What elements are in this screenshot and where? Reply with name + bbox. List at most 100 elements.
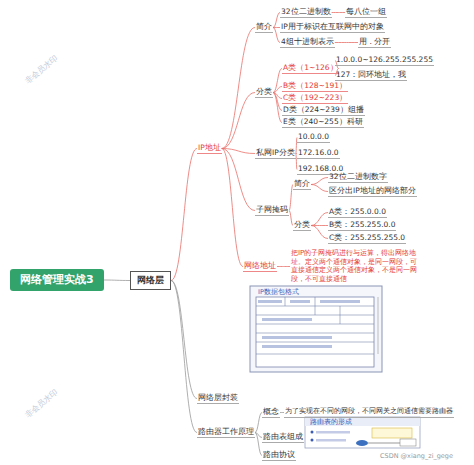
topic-text: IP用于标识在互联网中的对象 xyxy=(281,22,384,31)
sub-topic: 分类 xyxy=(255,87,273,98)
sub-topic: 子网掩码 xyxy=(255,205,289,216)
topic-text: 4组十进制表示 xyxy=(281,37,334,46)
branch-line xyxy=(332,12,345,13)
branch-line xyxy=(273,93,282,123)
main-topic: 网络层 xyxy=(130,271,171,290)
branch-line xyxy=(273,69,282,93)
branch-line xyxy=(311,213,328,226)
topic-text: D类（224~239）组播 xyxy=(283,105,364,114)
topic-text: 网络层 xyxy=(137,275,164,286)
sub-topic: 路由协议 xyxy=(262,450,296,461)
branch-line xyxy=(255,413,262,433)
branch-line xyxy=(273,87,282,93)
sub-topic: 分类 xyxy=(293,220,311,231)
topic-text: A类：255.0.0.0 xyxy=(329,207,386,216)
routing-table-figure xyxy=(305,417,420,448)
leaf-topic: B类（128~191） xyxy=(282,81,348,92)
branch-line xyxy=(273,28,280,43)
topic-text: 路由器工作原理 xyxy=(198,427,254,436)
topic-text: 路由协议 xyxy=(263,450,295,459)
branch-line xyxy=(273,13,280,28)
branch-line xyxy=(277,266,290,267)
watermark: 非会员水印 xyxy=(24,388,60,420)
branch-line xyxy=(222,28,255,149)
branch-line xyxy=(171,149,197,281)
topic-text: 每八位一组 xyxy=(346,7,386,16)
branch-line xyxy=(104,280,130,282)
branch-topic: 网络地址 xyxy=(243,261,277,272)
topic-text: 子网掩码 xyxy=(256,205,288,214)
sub-topic: 概念 xyxy=(262,407,280,418)
topic-text: 简介 xyxy=(294,179,310,188)
topic-text: 区分出IP地址的网络部分 xyxy=(329,186,416,195)
topic-text: 把IP的子网掩码进行与运算，得出网络地址。定义两个通信对象，是同一网段，可直接通… xyxy=(291,249,421,283)
branch-line xyxy=(222,93,255,149)
branch-line xyxy=(171,281,197,433)
leaf-topic: 4组十进制表示 xyxy=(280,37,335,48)
topic-text: B类（128~191） xyxy=(283,81,347,90)
topic-text: 简介 xyxy=(256,22,272,31)
leaf-topic: E类（240~255）科研 xyxy=(282,117,364,128)
leaf-topic: 32位二进制数 xyxy=(280,7,332,18)
topic-text: IP地址 xyxy=(198,143,221,152)
leaf-topic: A类（1~126） xyxy=(282,63,339,74)
topic-text: C类：255.255.255.0 xyxy=(329,233,405,242)
topic-text: 32位二进制数字 xyxy=(329,172,387,181)
topic-text: 172.16.0.0 xyxy=(298,148,339,157)
branch-line xyxy=(335,42,358,43)
topic-text: 私网IP分类 xyxy=(256,148,295,157)
sub-topic: 私网IP分类 xyxy=(255,148,296,159)
leaf-topic: 127：回环地址，我 xyxy=(335,70,407,81)
root-topic: 网络管理实战3 xyxy=(10,269,104,291)
topic-text: E类（240~255）科研 xyxy=(283,117,363,126)
topic-text: 分类 xyxy=(294,220,310,229)
topic-text: 概念 xyxy=(263,407,279,416)
leaf-topic: 用 . 分开 xyxy=(358,37,391,48)
topic-text: 网络管理实战3 xyxy=(20,273,94,287)
note-text: 把IP的子网掩码进行与运算，得出网络地址。定义两个通信对象，是同一网段，可直接通… xyxy=(290,249,422,284)
ip-packet-figure xyxy=(250,286,382,372)
branch-topic: IP地址 xyxy=(197,143,222,154)
leaf-topic: 为了实现在不同的网段，不同网关之间通信需要路由器 xyxy=(284,407,454,418)
topic-text: 127：回环地址，我 xyxy=(336,70,406,79)
leaf-topic: A类：255.0.0.0 xyxy=(328,207,387,218)
leaf-topic: B类：255.255.0.0 xyxy=(328,220,396,231)
sub-topic: 简介 xyxy=(255,22,273,33)
leaf-topic: C类：255.255.255.0 xyxy=(328,233,406,244)
branch-line xyxy=(171,281,197,399)
branch-line xyxy=(311,178,328,185)
branch-line xyxy=(222,149,243,267)
credit-text: CSDN @xiang_zi_gege xyxy=(380,452,453,460)
leaf-topic: 区分出IP地址的网络部分 xyxy=(328,186,417,197)
leaf-topic: D类（224~239）组播 xyxy=(282,105,365,116)
branch-line xyxy=(255,433,262,456)
leaf-topic: 32位二进制数字 xyxy=(328,172,388,183)
topic-text: 网络地址 xyxy=(244,261,276,270)
topic-text: B类：255.255.0.0 xyxy=(329,220,395,229)
sub-topic: 路由表组成 xyxy=(262,432,304,443)
leaf-topic: C类（192~223） xyxy=(282,93,348,104)
leaf-topic: 每八位一组 xyxy=(345,7,387,18)
branch-topic: 网络层封装 xyxy=(197,393,239,404)
leaf-topic: 172.16.0.0 xyxy=(297,148,340,159)
branch-topic: 路由器工作原理 xyxy=(197,427,255,438)
topic-text: A类（1~126） xyxy=(283,63,338,72)
topic-text: 1.0.0.0~126.255.255.255 xyxy=(336,55,433,64)
topic-text: 10.0.0.0 xyxy=(298,132,329,141)
leaf-topic: IP用于标识在互联网中的对象 xyxy=(280,22,385,33)
topic-text: C类（192~223） xyxy=(283,93,347,102)
topic-text: 路由表组成 xyxy=(263,432,303,441)
leaf-topic: 1.0.0.0~126.255.255.255 xyxy=(335,55,434,66)
figure-title: 路由表的形成 xyxy=(310,418,352,426)
topic-text: 为了实现在不同的网段，不同网关之间通信需要路由器 xyxy=(285,407,453,416)
topic-text: 分类 xyxy=(256,87,272,96)
watermark: 非会员水印 xyxy=(24,54,60,86)
figure-title: IP数据包格式 xyxy=(258,288,299,296)
topic-text: 用 . 分开 xyxy=(359,37,390,46)
branch-line xyxy=(311,226,328,239)
topic-text: 网络层封装 xyxy=(198,393,238,402)
branch-line xyxy=(311,185,328,192)
leaf-topic: 10.0.0.0 xyxy=(297,132,330,143)
sub-topic: 简介 xyxy=(293,179,311,190)
